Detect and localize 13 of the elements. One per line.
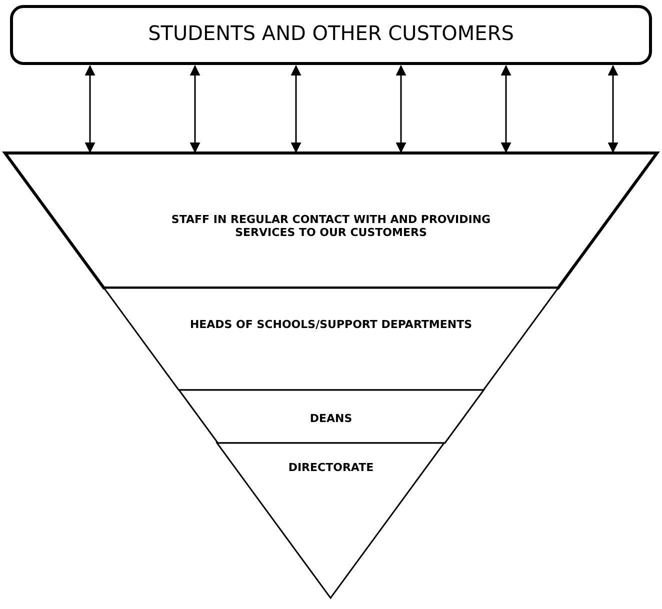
- band-label: STAFF IN REGULAR CONTACT WITH AND PROVIDING SERVICES TO OUR CUSTOMERS: [170, 213, 492, 239]
- double-arrow: [190, 64, 200, 154]
- staff-band: [5, 153, 657, 288]
- double-arrow: [290, 64, 302, 154]
- heading-text: STUDENTS AND OTHER CUSTOMERS: [147, 21, 515, 45]
- double-arrow: [500, 64, 512, 154]
- band-label: DEANS: [308, 412, 354, 425]
- double-arrow: [84, 64, 96, 154]
- band-label: DIRECTORATE: [287, 461, 375, 474]
- customers-box: [10, 5, 652, 65]
- double-arrow: [608, 64, 618, 154]
- band-label: HEADS OF SCHOOLS/SUPPORT DEPARTMENTS: [188, 318, 474, 331]
- double-arrow: [396, 64, 406, 154]
